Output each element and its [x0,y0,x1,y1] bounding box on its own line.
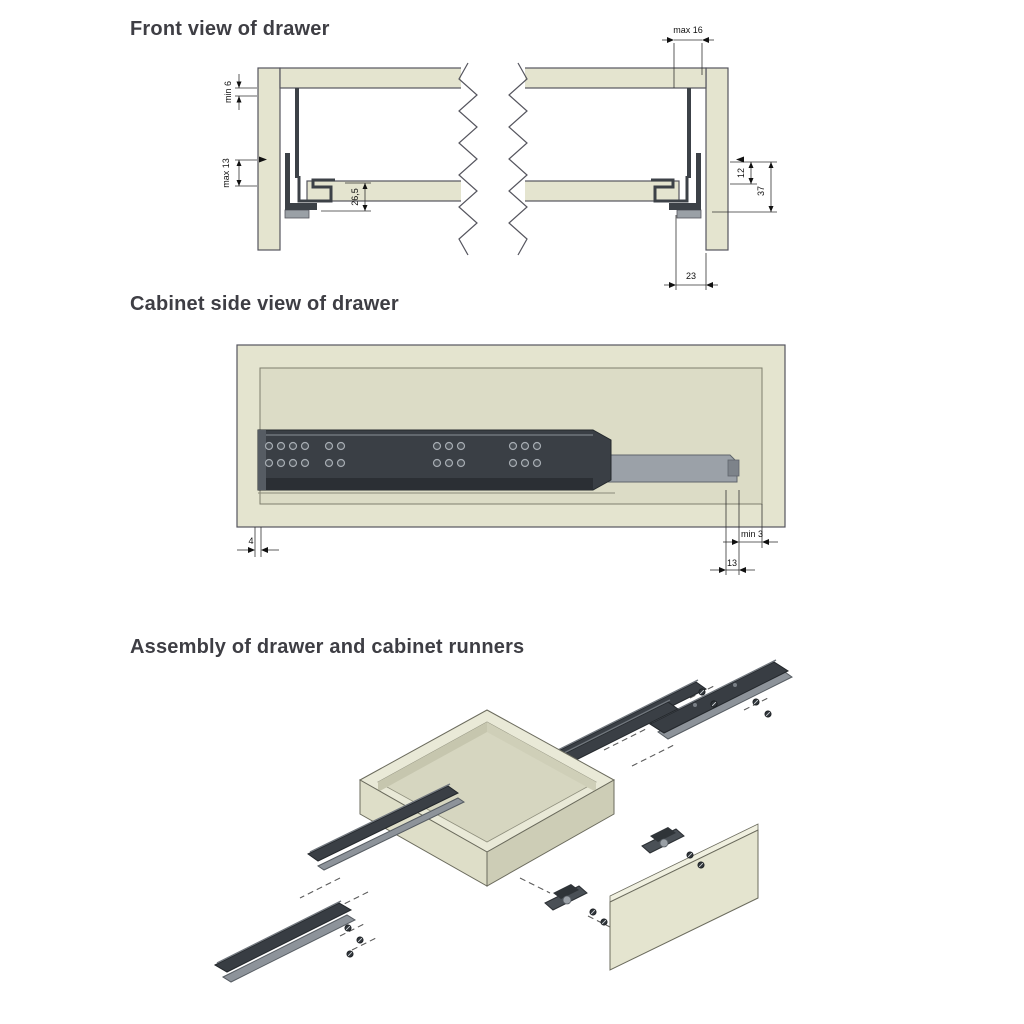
dimension-min-6: min 6 [223,74,257,110]
cabinet-side-panel-iso [609,823,759,971]
dim-label-26-5: 26,5 [350,188,360,206]
runner-foot-pad [284,209,310,219]
runner-bottom-strip [258,478,593,490]
drawer-top-rail [279,67,471,89]
drawer-outer-wall-right [486,779,615,887]
runner-front-cap [258,430,266,490]
screw-icon [710,700,718,708]
dimension-min-3: min 3 [723,490,778,575]
break-line-left [458,62,478,256]
runner-flange [285,153,290,210]
locking-bracket-right [641,827,685,854]
dim-label-4: 4 [248,536,253,546]
dimension-4: 4 [237,527,279,557]
drawer-runner-rail-left [307,783,466,871]
cabinet-runner-assembly-left [213,900,357,983]
dim-label-23: 23 [686,271,696,281]
side-view-title: Cabinet side view of drawer [130,293,399,315]
screw-icon [600,918,608,926]
screw-icon [686,851,694,859]
screw-icon [346,950,354,958]
runner-base [285,203,317,210]
screw-icon [589,908,597,916]
dim-label-min6: min 6 [223,81,233,103]
side-view-diagram: 4 min 3 13 [236,344,786,575]
front-view-title: Front view of drawer [130,18,330,40]
dimension-37: 37 [712,156,777,213]
dim-label-min3: min 3 [741,529,763,539]
dimension-12: 12 [730,161,777,185]
drawer-metal-wall [295,88,299,178]
drawer-box [358,709,616,887]
dim-label-37: 37 [756,186,766,196]
dimension-max-13: max 13 [221,156,267,188]
runner-profile-fold [297,176,335,203]
dim-label-13: 13 [727,558,737,568]
dimension-max-16: max 16 [662,25,714,88]
mounting-screws [344,688,772,958]
dimension-23: 23 [664,215,718,290]
pointer-arrow-right-panel [736,156,744,163]
break-line-right [508,62,528,256]
screw-icon [356,936,364,944]
dim-label-max13: max 13 [221,158,231,188]
dimension-13: 13 [710,490,755,575]
dim-label-12: 12 [736,168,746,178]
drawer-runner [257,429,740,494]
drawer-inner-wall-right [487,722,596,792]
front-view-diagram: min 6 max 13 26,5 [221,25,777,290]
screw-icon [697,861,705,869]
extension-rail-end-tab [727,459,740,477]
locking-bracket-left [544,884,588,911]
dim-label-max16: max 16 [673,25,703,35]
drawer-inner-wall-left [378,722,487,792]
screw-icon [764,710,772,718]
screw-icon [698,688,706,696]
cabinet-side-panel [257,67,281,251]
screw-icon [344,924,352,932]
assembly-diagram [213,659,793,983]
screw-icon [752,698,760,706]
pointer-arrow-left-panel [259,156,267,163]
drawer-half-section-mirrored [471,59,730,259]
runner-rivets [264,441,542,468]
assembly-title: Assembly of drawer and cabinet runners [130,636,525,658]
runner-extension-rail [594,454,738,483]
dimension-26-5: 26,5 [321,182,371,212]
